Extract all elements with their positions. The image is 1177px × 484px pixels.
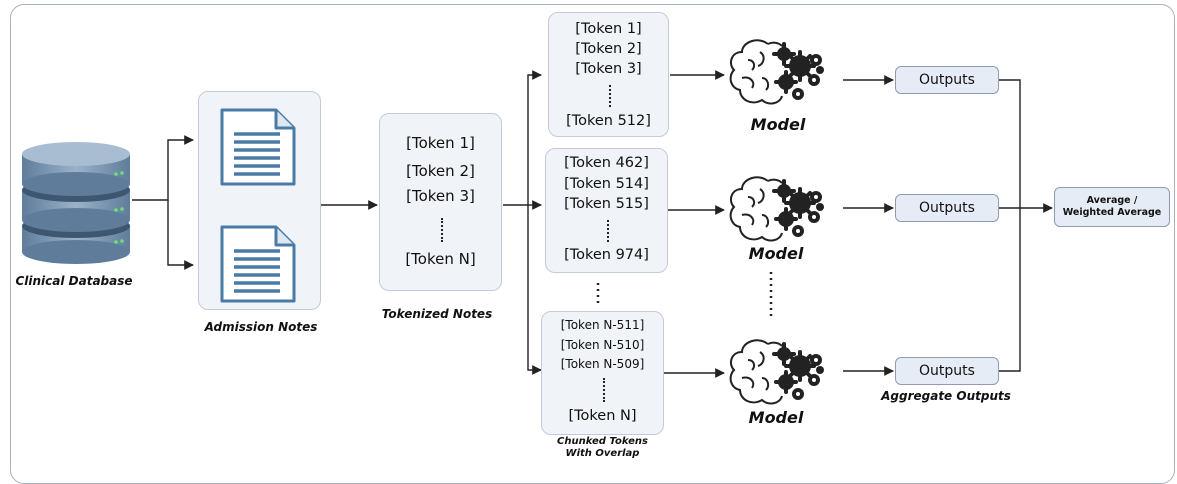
token-item: [Token 515]	[564, 196, 649, 212]
model-label: Model	[750, 115, 806, 134]
token-item: [Token N-511]	[560, 318, 645, 332]
token-item: [Token 2]	[575, 41, 642, 57]
brain-gears-icon	[729, 339, 824, 405]
output-box-2: Outputs	[895, 194, 999, 222]
output-box-3: Outputs	[895, 357, 999, 385]
chunk-box-1: [Token 1] [Token 2] [Token 3] [Token 512…	[548, 12, 669, 137]
token-item: [Token 1]	[575, 21, 642, 37]
database-label: Clinical Database	[15, 274, 133, 288]
chunks-label-line: With Overlap	[565, 448, 640, 459]
chunks-label: Chunked Tokens With Overlap	[530, 436, 675, 460]
arrow-tokenized-to-chunk3	[527, 205, 542, 375]
chunk-box-2: [Token 462] [Token 514] [Token 515] [Tok…	[545, 148, 668, 273]
ellipsis-dots	[608, 85, 611, 107]
connector-layer	[132, 70, 1053, 378]
token-item: [Token 3]	[575, 61, 642, 77]
token-item: [Token 974]	[564, 247, 649, 263]
arrow-outputs-merge	[999, 79, 1021, 372]
average-label-line: Weighted Average	[1062, 207, 1162, 218]
document-icon	[220, 108, 296, 186]
brain-gears-icon	[729, 176, 824, 242]
output-box-1: Outputs	[895, 66, 999, 94]
arrow-db-to-notes-lower	[167, 200, 194, 270]
admission-notes-box	[198, 91, 321, 310]
token-item: [Token 514]	[564, 176, 649, 192]
tokenized-notes-label: Tokenized Notes	[381, 307, 493, 321]
ellipsis-dots	[602, 378, 605, 402]
chunks-label-line: Chunked Tokens	[557, 436, 648, 447]
tokenized-notes-box: [Token 1] [Token 2] [Token 3] [Token N]	[379, 113, 502, 291]
aggregate-outputs-label: Aggregate Outputs	[881, 389, 1011, 403]
brain-gears-icon	[729, 39, 824, 105]
model-label: Model	[748, 408, 804, 427]
average-box: Average / Weighted Average	[1054, 187, 1170, 227]
token-item: [Token N]	[568, 408, 637, 424]
average-label-line: Average /	[1086, 195, 1138, 206]
token-item: [Token 1]	[406, 134, 475, 152]
token-item: [Token 462]	[564, 155, 649, 171]
database-icon	[22, 142, 130, 264]
ellipsis-dots	[606, 220, 609, 242]
chunk-box-3: [Token N-511] [Token N-510] [Token N-509…	[541, 311, 664, 435]
ellipsis-dots	[440, 218, 443, 242]
token-item: [Token 3]	[406, 187, 475, 205]
token-item: [Token 2]	[406, 162, 475, 180]
arrow-db-to-notes	[132, 135, 194, 201]
arrow-tokenized-to-chunks	[503, 70, 542, 206]
token-item: [Token N]	[405, 250, 476, 268]
model-label: Model	[748, 244, 804, 263]
token-item: [Token N-509]	[560, 357, 645, 371]
document-icon	[220, 225, 296, 303]
token-item: [Token 512]	[566, 113, 651, 129]
token-item: [Token N-510]	[560, 338, 645, 352]
admission-notes-label: Admission Notes	[204, 320, 318, 334]
